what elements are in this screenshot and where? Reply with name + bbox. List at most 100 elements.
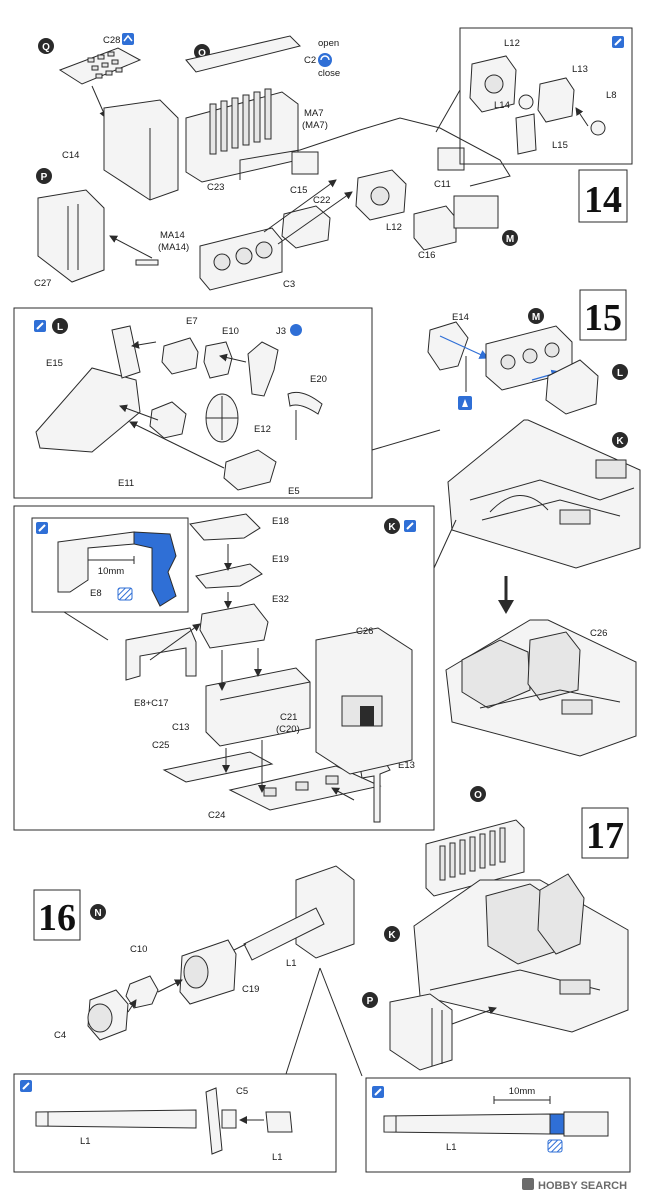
label-c19: C19	[242, 984, 259, 995]
label-e8-c17: E8+C17	[134, 698, 169, 709]
part-c2	[185, 35, 301, 73]
sub-p-marker-17	[362, 992, 378, 1008]
label-c13: C13	[172, 722, 189, 733]
part-l1-barrel-b	[383, 1113, 551, 1135]
step-arrow-down	[498, 576, 514, 614]
sub-o-label-17: O	[474, 790, 482, 801]
label-l15: L15	[552, 140, 568, 151]
label-c21: C21	[280, 712, 297, 723]
label-c26-box: C26	[356, 626, 373, 637]
l1-leader-right	[319, 967, 363, 1077]
box-k-leader	[433, 519, 457, 569]
label-e10: E10	[222, 326, 239, 337]
step-17-box	[581, 807, 629, 859]
label-e13: E13	[398, 760, 415, 771]
box-l1-paint	[365, 1077, 631, 1173]
step-14-number: 14	[584, 179, 622, 221]
step-14-box	[578, 169, 628, 223]
mantlet-plate	[295, 865, 355, 959]
part-e7	[161, 337, 199, 375]
part-c11	[437, 147, 465, 171]
step-17-number: 17	[586, 815, 624, 857]
label-e18: E18	[272, 516, 289, 527]
open-close-icon-j3	[290, 324, 302, 336]
part-e8-c17	[125, 627, 197, 681]
sub-k-marker-17	[384, 926, 400, 942]
part-l14	[518, 94, 534, 110]
label-c4: C4	[54, 1030, 66, 1041]
part-e18	[189, 513, 261, 541]
sub-q-marker	[38, 38, 54, 54]
sub-m-marker-15	[528, 308, 544, 324]
label-c27: C27	[34, 278, 51, 289]
box-k-frame	[13, 505, 435, 831]
open-close-icon	[318, 53, 332, 67]
part-l1-main	[243, 907, 325, 961]
label-c16: C16	[418, 250, 435, 261]
label-l12-detail: L12	[504, 38, 520, 49]
part-l13	[537, 77, 575, 123]
label-e19: E19	[272, 554, 289, 565]
dim-l1-10mm: 10mm	[509, 1086, 535, 1097]
sub-k-label-box: K	[388, 522, 396, 533]
label-e32: E32	[272, 594, 289, 605]
part-c15	[291, 151, 319, 175]
label-ma14-alt: (MA14)	[158, 242, 189, 253]
box-l-detail	[13, 307, 373, 499]
label-c26-hull: C26	[590, 628, 607, 639]
option-icon-c28	[122, 33, 134, 45]
label-j3: J3	[276, 326, 286, 337]
sub-l-label: L	[617, 368, 623, 379]
sub-p-label: P	[41, 172, 48, 183]
label-ma7: MA7	[304, 108, 324, 119]
l1-paint-band	[549, 1113, 565, 1135]
label-e5: E5	[288, 486, 300, 497]
label-c22: C22	[313, 195, 330, 206]
sub-m-label-15: M	[532, 312, 540, 323]
inset-l12-detail	[459, 27, 633, 165]
part-c16	[413, 205, 457, 251]
step-15-number: 15	[584, 297, 622, 339]
part-l-assembly	[545, 359, 599, 415]
paint-area-icon-e8	[117, 587, 133, 601]
label-e15: E15	[46, 358, 63, 369]
stowage-p-17	[389, 993, 453, 1071]
label-c11: C11	[434, 179, 451, 190]
sub-l-marker-box	[52, 318, 68, 334]
label-e12: E12	[254, 424, 271, 435]
paint-area-icon-l1	[547, 1139, 563, 1153]
label-e8-detail: E8	[90, 588, 102, 599]
step-14: 14 Q C28 C14 O C2 open close	[34, 27, 633, 291]
sub-m-label: M	[506, 234, 514, 245]
sub-k-marker	[612, 432, 628, 448]
part-e8-detail	[57, 531, 135, 593]
label-l13: L13	[572, 64, 588, 75]
label-c10: C10	[130, 944, 147, 955]
sub-k-marker-box	[384, 518, 400, 534]
step-16-box	[33, 889, 81, 941]
label-c14: C14	[62, 150, 79, 161]
hull-k-with-c26: C26	[445, 619, 637, 757]
part-e19	[195, 563, 263, 589]
part-c25	[162, 751, 274, 783]
sub-l-label-box: L	[57, 322, 63, 333]
label-e11: E11	[118, 478, 134, 489]
part-l8	[590, 120, 606, 136]
o-rounds-17	[439, 827, 506, 881]
part-e20	[287, 391, 323, 415]
label-c28: C28	[103, 35, 120, 46]
part-l1-breech	[265, 1111, 293, 1133]
label-c23: C23	[207, 182, 224, 193]
label-l1-main: L1	[286, 958, 297, 969]
step-16: 16 N L1 C19 C10 C4 L1 C5 L1	[13, 865, 631, 1173]
part-e32	[199, 603, 269, 649]
inset-l12-leader	[435, 89, 461, 133]
part-l15	[515, 113, 537, 155]
hull-k-15	[447, 419, 641, 569]
label-l14: L14	[494, 100, 510, 111]
sub-k-label: K	[616, 436, 624, 447]
sub-n-label: N	[94, 908, 101, 919]
part-e15-arm	[111, 325, 141, 379]
part-c23	[185, 91, 299, 183]
